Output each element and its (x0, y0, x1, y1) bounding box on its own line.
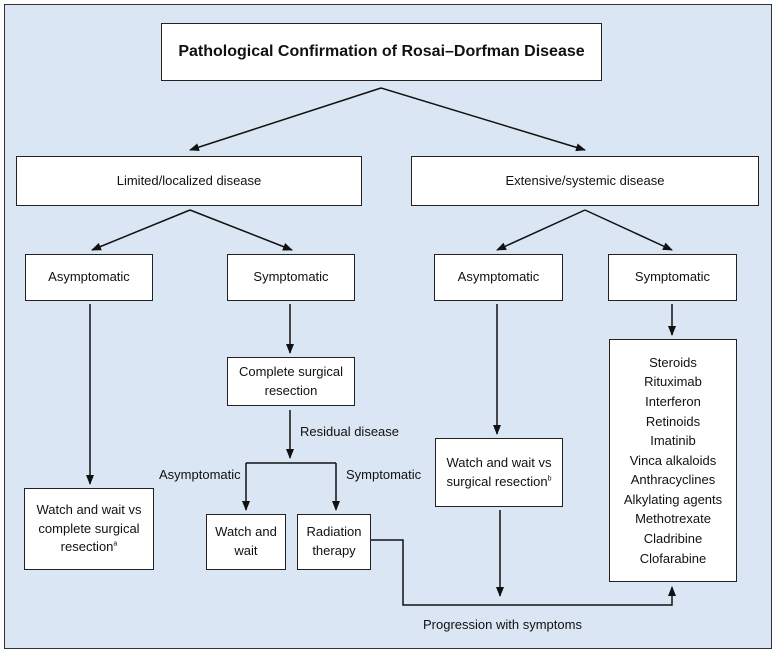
extensive-symptomatic-label: Symptomatic (634, 269, 711, 285)
arrow-limited-to-asymptomatic (91, 209, 191, 251)
footnote-marker-a: a (113, 541, 118, 549)
limited-outcome-line3: resection (60, 539, 114, 555)
treatment-item: Rituximab (644, 374, 702, 390)
radiation-therapy-line1: Radiation (306, 524, 362, 540)
limited-outcome-line2: complete surgical (38, 520, 140, 536)
treatment-item: Anthracyclines (630, 472, 716, 488)
radiation-therapy-line2: therapy (312, 543, 356, 558)
treatment-item: Interferon (645, 393, 701, 409)
limited-asymptomatic-box: Asymptomatic (25, 254, 153, 301)
treatment-item: Alkylating agents (623, 491, 723, 507)
treatment-item: Methotrexate (635, 511, 711, 527)
treatment-item: Steroids (649, 354, 697, 370)
arrow-title-to-limited (189, 87, 382, 152)
watch-and-wait-text: Watch and wait (215, 523, 277, 561)
limited-disease-box: Limited/localized disease (16, 156, 362, 206)
footnote-marker-b: b (547, 475, 552, 483)
treatment-item: Vinca alkaloids (629, 452, 717, 468)
limited-outcome-line1: Watch and wait vs (36, 501, 142, 517)
title-box: Pathological Confirmation of Rosai–Dorfm… (161, 23, 602, 81)
limited-outcome-box: Watch and wait vs complete surgical rese… (24, 488, 154, 570)
progression-label: Progression with symptoms (423, 617, 582, 632)
limited-symptomatic-box: Symptomatic (227, 254, 355, 301)
extensive-outcome-box: Watch and wait vs surgical resectionb (435, 438, 563, 507)
watch-and-wait-box: Watch and wait (206, 514, 286, 570)
extensive-outcome-line2: surgical resection (446, 473, 548, 489)
surgical-resection-text: Complete surgical resection (239, 363, 343, 401)
arrow-title-to-extensive (380, 87, 586, 152)
progression-path (370, 539, 676, 606)
limited-asymptomatic-label: Asymptomatic (48, 269, 130, 285)
treatment-item: Imatinib (650, 433, 696, 449)
limited-outcome-text: Watch and wait vs complete surgical rese… (36, 501, 141, 558)
radiation-therapy-text: Radiation therapy (307, 523, 362, 561)
extensive-symptomatic-box: Symptomatic (608, 254, 737, 301)
title-text: Pathological Confirmation of Rosai–Dorfm… (178, 43, 585, 61)
surgical-resection-box: Complete surgical resection (227, 357, 355, 406)
treatments-box: Steroids Rituximab Interferon Retinoids … (609, 339, 737, 582)
treatments-list: Steroids Rituximab Interferon Retinoids … (624, 353, 722, 569)
extensive-disease-label: Extensive/systemic disease (505, 172, 665, 188)
arrow-extensive-to-asymptomatic (496, 209, 586, 251)
extensive-asymptomatic-box: Asymptomatic (434, 254, 563, 301)
surgical-resection-line2: resection (264, 382, 318, 398)
surgical-resection-line1: Complete surgical (238, 363, 344, 379)
treatment-item: Retinoids (645, 413, 701, 429)
residual-asymptomatic-label: Asymptomatic (159, 467, 241, 482)
radiation-therapy-box: Radiation therapy (297, 514, 371, 570)
watch-and-wait-line2: wait (234, 543, 258, 558)
arrow-limited-to-symptomatic (189, 209, 293, 251)
residual-symptomatic-label: Symptomatic (346, 467, 422, 482)
extensive-disease-box: Extensive/systemic disease (411, 156, 759, 206)
arrow-extensive-to-symptomatic (584, 209, 673, 251)
treatment-item: Clofarabine (639, 550, 707, 566)
extensive-asymptomatic-label: Asymptomatic (457, 269, 540, 285)
residual-disease-label: Residual disease (300, 424, 400, 439)
limited-symptomatic-label: Symptomatic (253, 269, 329, 285)
limited-disease-label: Limited/localized disease (116, 172, 262, 188)
extensive-outcome-text: Watch and wait vs surgical resectionb (446, 454, 551, 492)
treatment-item: Cladribine (643, 531, 703, 547)
extensive-outcome-line1: Watch and wait vs (446, 454, 552, 470)
watch-and-wait-line1: Watch and (215, 524, 277, 540)
